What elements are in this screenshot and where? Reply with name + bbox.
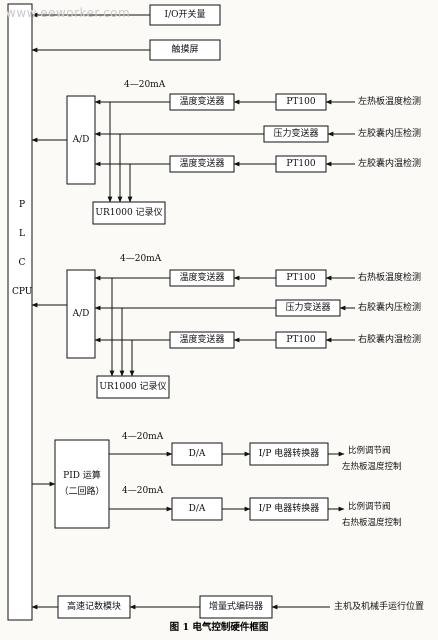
ad-box-2 <box>66 269 96 359</box>
current-label-3: 4—20mA <box>122 432 164 442</box>
plc-box <box>7 3 33 621</box>
pid-sub-label: （二回路） <box>59 486 105 497</box>
input-label-2a: 右热板温度检测 <box>358 272 422 283</box>
trans-label-1a: 温度变送器 <box>179 96 225 107</box>
trans-label-2b: 压力变送器 <box>285 302 331 313</box>
pt100-label-1a: PT100 <box>286 96 316 107</box>
counter-label: 高速记数模块 <box>66 601 122 612</box>
output-label-2a: 比例调节阀 <box>348 502 391 512</box>
io-label: I/O开关量 <box>164 9 206 20</box>
da-label-2: D/A <box>188 503 206 514</box>
current-label-4: 4—20mA <box>122 486 164 496</box>
ad-label-2: A/D <box>72 308 90 319</box>
output-label-1a: 比例调节阀 <box>348 446 391 456</box>
plc-label: P L C CPU <box>12 200 32 316</box>
encoder-label: 增量式编码器 <box>208 601 264 612</box>
recorder-label-2: UR1000 记录仪 <box>99 381 167 392</box>
input-label-2c: 右胶囊内温检测 <box>358 334 422 345</box>
plc-letter-p: P <box>18 200 26 210</box>
input-label-1c: 左胶囊内温检测 <box>358 158 422 169</box>
output-label-2b: 右热板温度控制 <box>342 518 402 528</box>
ad-label-1: A/D <box>72 134 90 145</box>
trans-label-1b: 压力变送器 <box>273 128 319 139</box>
watermark-text: www.eeworker.com <box>6 6 131 20</box>
input-label-1a: 左热板温度检测 <box>358 96 422 107</box>
trans-label-1c: 温度变送器 <box>179 158 225 169</box>
current-label-1: 4—20mA <box>124 80 166 90</box>
pt100-label-2a: PT100 <box>286 272 316 283</box>
position-input-label: 主机及机械手运行位置 <box>334 601 425 612</box>
pt100-label-2c: PT100 <box>286 334 316 345</box>
pid-box <box>54 439 110 529</box>
output-label-1b: 左热板温度控制 <box>342 462 402 472</box>
input-label-1b: 左胶囊内压检测 <box>358 128 422 139</box>
input-label-2b: 右胶囊内压检测 <box>358 302 422 313</box>
figure-caption: 图 1 电气控制硬件框图 <box>169 622 269 633</box>
current-label-2: 4—20mA <box>120 254 162 264</box>
trans-label-2c: 温度变送器 <box>179 334 225 345</box>
plc-letter-cpu: CPU <box>12 287 33 297</box>
ad-box-1 <box>66 95 96 185</box>
ip-label-1: I/P 电器转换器 <box>258 448 320 459</box>
ip-label-2: I/P 电器转换器 <box>258 503 320 514</box>
trans-label-2a: 温度变送器 <box>179 272 225 283</box>
recorder-label-1: UR1000 记录仪 <box>95 207 163 218</box>
plc-letter-c: C <box>18 258 26 268</box>
plc-letter-l: L <box>19 229 25 239</box>
touch-label: 触摸屏 <box>171 44 199 55</box>
pid-label: PID 运算 <box>63 470 101 481</box>
pt100-label-1c: PT100 <box>286 158 316 169</box>
da-label-1: D/A <box>188 448 206 459</box>
